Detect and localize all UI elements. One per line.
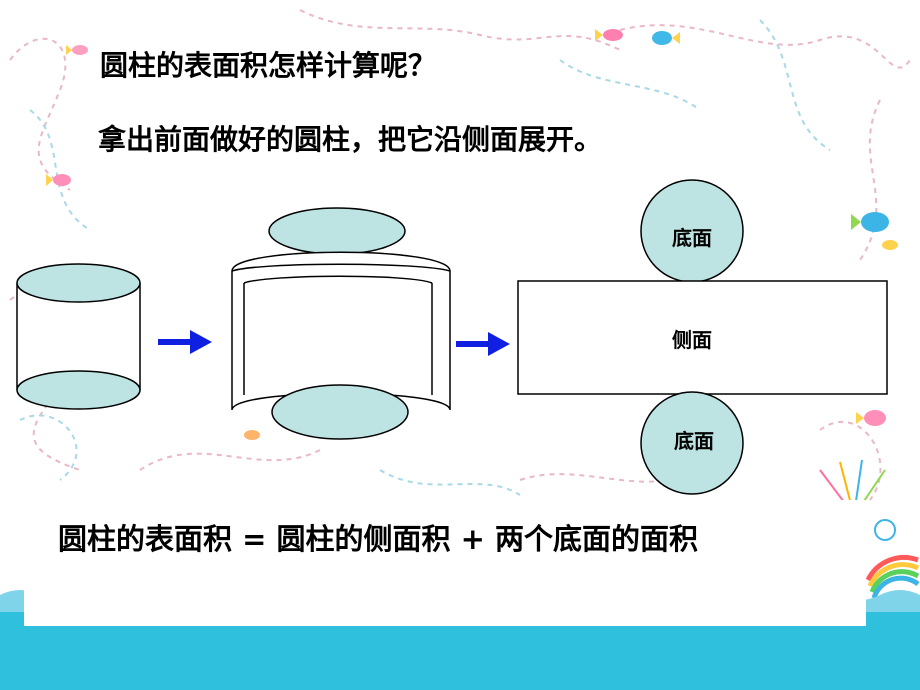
- cylinder-bottom-base: [16, 370, 141, 410]
- fish-icon: [595, 29, 623, 41]
- top-base-label: 底面: [672, 226, 712, 250]
- cylinder-top-base: [16, 263, 141, 303]
- opening-cylinder: [231, 207, 451, 440]
- fish-icon: [66, 45, 88, 55]
- formula-text: 圆柱的表面积 = 圆柱的侧面积 + 两个底面的面积: [58, 522, 698, 556]
- fish-icon: [652, 31, 680, 45]
- arrow-right-icon: [158, 330, 212, 354]
- net-bottom-base: [640, 391, 744, 495]
- cylinder-net: [517, 179, 888, 495]
- lifted-top-base: [268, 207, 406, 255]
- instruction-text: 拿出前面做好的圆柱，把它沿侧面展开。: [98, 123, 603, 156]
- fish-icon: [851, 212, 889, 232]
- fish-icon: [46, 174, 71, 186]
- fish-icon: [856, 410, 886, 426]
- bottom-base-label: 底面: [674, 429, 714, 453]
- net-side-rectangle: [517, 280, 888, 395]
- question-text: 圆柱的表面积怎样计算呢？: [100, 49, 437, 82]
- arrow-right-icon: [456, 332, 510, 356]
- rainbow-decoration: [865, 519, 920, 599]
- cylinder: [16, 263, 141, 410]
- content-panel: [24, 500, 866, 626]
- lowered-bottom-base: [271, 384, 409, 440]
- fish-icon: [882, 240, 898, 250]
- side-label: 侧面: [672, 328, 712, 352]
- dashed-swirls-blue: [19, 19, 831, 496]
- fish-icon: [244, 430, 260, 440]
